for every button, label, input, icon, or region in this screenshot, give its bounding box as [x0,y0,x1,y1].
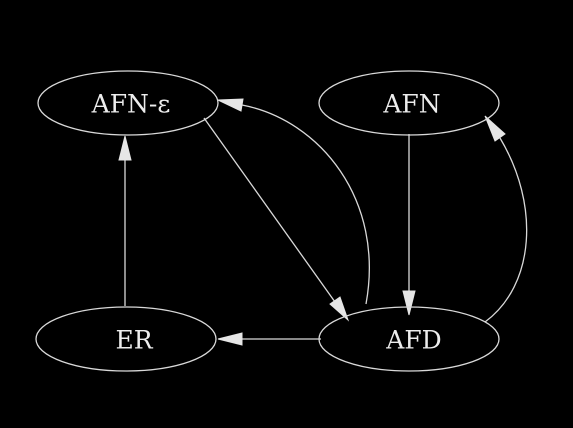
arrowhead [118,135,132,161]
node-label: ER [115,326,153,355]
node-label: AFN [382,90,440,119]
node-afd: AFD [318,306,500,372]
edges [118,98,528,346]
node-ellipse [318,306,500,372]
edge-afd-to-afn-epsilon [217,98,370,305]
edge-afn-to-afd [402,134,416,316]
arrowhead [217,332,243,346]
arrowhead [402,290,416,316]
edge-afn-epsilon-to-afd [203,117,350,322]
node-ellipse [318,70,500,136]
edge-afd-to-afn [484,115,528,323]
arrowhead [329,296,350,322]
edge-er-to-afn-epsilon [118,135,132,306]
nodes: AFN-ε AFN ER AFD [35,70,500,372]
node-label: AFN-ε [91,90,171,119]
node-afn: AFN [318,70,500,136]
node-afn-epsilon: AFN-ε [37,70,219,136]
edge-afd-to-er [217,332,321,346]
node-ellipse [37,70,219,136]
arrowhead [217,98,244,112]
node-label: AFD [385,326,441,355]
arrowhead [484,115,506,142]
node-ellipse [35,306,217,372]
node-er: ER [35,306,217,372]
